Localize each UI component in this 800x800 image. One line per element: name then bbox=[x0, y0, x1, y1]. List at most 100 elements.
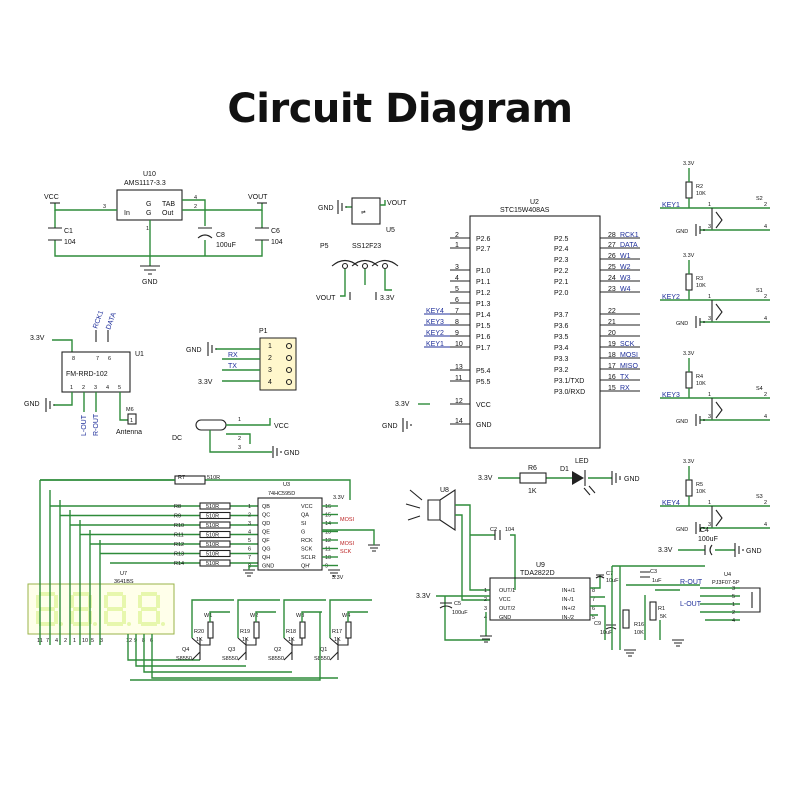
shift-resistor bbox=[199, 549, 231, 558]
trans-res-ref: R17 bbox=[332, 629, 342, 635]
trans-q-ref: Q2 bbox=[274, 647, 281, 653]
amp-33v-b: 3.3V bbox=[658, 547, 673, 554]
mcu-left-pin-number: 11 bbox=[455, 375, 462, 382]
display-segment bbox=[141, 622, 157, 626]
u3-left-pin-number: 4 bbox=[248, 530, 251, 536]
p1-rx: RX bbox=[228, 352, 238, 359]
dc-p3: 3 bbox=[238, 445, 241, 451]
p1-tx: TX bbox=[228, 363, 237, 370]
u9-left-pin-number: 3 bbox=[484, 606, 487, 612]
mcu-left-pin-label: P1.4 bbox=[476, 312, 491, 319]
key-switch-pin: 2 bbox=[764, 392, 767, 398]
key-res-ref: R5 bbox=[696, 482, 703, 488]
c6-ref: C6 bbox=[271, 228, 280, 235]
p1-n1: 1 bbox=[268, 343, 272, 350]
u7-common-wire bbox=[143, 634, 292, 673]
u3-left-pin-label: QF bbox=[262, 538, 270, 544]
u3-ref: U3 bbox=[283, 482, 290, 488]
u1-part: FM-RRD-102 bbox=[66, 371, 108, 378]
key-switch-pin: 3 bbox=[708, 414, 711, 420]
u3-left-pin-label: QC bbox=[262, 513, 270, 519]
u3-right-pin-number: 14 bbox=[325, 521, 331, 527]
key-gnd-symbol bbox=[695, 414, 705, 426]
u1-p2: 2 bbox=[82, 385, 85, 391]
shift-res-val: 510R bbox=[206, 561, 219, 567]
u7-pin-number: 1 bbox=[73, 638, 76, 644]
transistor-symbol bbox=[191, 637, 211, 661]
amp-gnd: GND bbox=[746, 548, 762, 555]
mcu-right-pin-label: P3.2 bbox=[554, 367, 569, 374]
trans-bus-wire bbox=[130, 612, 321, 681]
shift-res-ref: R12 bbox=[174, 542, 184, 548]
u10-pin3: 3 bbox=[103, 204, 106, 210]
mcu-left-pin-label: P2.7 bbox=[476, 246, 491, 253]
u10-pin4: 4 bbox=[194, 195, 197, 201]
c7-ref: C7 bbox=[606, 571, 613, 577]
led-section: 3.3V R6 1K D1 LED GND bbox=[478, 458, 640, 496]
u10-out-pin: Out bbox=[162, 210, 173, 217]
mcu-left-pin-label: P5.5 bbox=[476, 379, 491, 386]
p5-part: SS12F23 bbox=[352, 243, 381, 250]
u9-right-pin-label: IN+/1 bbox=[562, 588, 575, 594]
r1-val: 5K bbox=[660, 614, 667, 620]
mcu-left-net-label: KEY4 bbox=[426, 308, 444, 315]
u9-right-pin-number: 5 bbox=[592, 615, 595, 621]
display-segment bbox=[156, 595, 160, 608]
key-switch-pin: 2 bbox=[764, 294, 767, 300]
mcu-right-pin-label: P3.6 bbox=[554, 323, 569, 330]
trans-wire bbox=[283, 599, 326, 638]
mcu-right-net-label: W4 bbox=[620, 286, 631, 293]
u9-part: TDA2822D bbox=[520, 570, 555, 577]
key-res-val: 10K bbox=[696, 489, 706, 495]
mcu-right-net-label: MOSI bbox=[620, 352, 638, 359]
mcu-left-pin-label: P1.5 bbox=[476, 323, 491, 330]
u7-pin-number: 5 bbox=[91, 638, 94, 644]
amp-lout: L-OUT bbox=[680, 601, 702, 608]
u9-right-pin-number: 8 bbox=[592, 588, 595, 594]
display-segment bbox=[54, 595, 58, 608]
u10-ref: U10 bbox=[143, 171, 156, 178]
gnd-reg: GND bbox=[142, 279, 158, 286]
shift-resistor bbox=[199, 511, 231, 520]
u9-ref: U9 bbox=[536, 562, 545, 569]
trans-wire bbox=[237, 599, 280, 638]
mcu-right-net-label: W2 bbox=[620, 264, 631, 271]
shift-res-val: 510R bbox=[206, 533, 219, 539]
u3-mosi2: MOSI bbox=[340, 541, 355, 547]
display-segment bbox=[39, 607, 55, 611]
u7-common-wire bbox=[151, 634, 338, 679]
trans-q-ref: Q4 bbox=[182, 647, 189, 653]
key-switch-symbol bbox=[711, 300, 723, 322]
mcu-left-pin-number: 6 bbox=[455, 297, 459, 304]
u9-right-pin-label: IN-/1 bbox=[562, 597, 574, 603]
c2-val: 104 bbox=[505, 527, 514, 533]
trans-base-resistor bbox=[345, 621, 352, 639]
display-dot bbox=[127, 622, 131, 626]
mcu-right-pin-label: P3.3 bbox=[554, 356, 569, 363]
r1-ref: R1 bbox=[658, 606, 665, 612]
display-dot bbox=[93, 622, 97, 626]
shift-res-val: 510R bbox=[206, 514, 219, 520]
mcu-left-pin-label: P2.6 bbox=[476, 236, 491, 243]
mcu-right-pin-label: P3.4 bbox=[554, 345, 569, 352]
shift-resistor bbox=[199, 530, 231, 539]
key-switch-pin: 4 bbox=[764, 414, 767, 420]
u9-left-pin-label: OUT/1 bbox=[499, 588, 515, 594]
u8-ref: U8 bbox=[440, 487, 449, 494]
mcu-left-pin-label: P5.4 bbox=[476, 368, 491, 375]
c4-ref: C4 bbox=[700, 527, 709, 534]
u3-right-pin-number: 16 bbox=[325, 504, 331, 510]
key-res-val: 10K bbox=[696, 381, 706, 387]
key-switch-pin: 2 bbox=[764, 500, 767, 506]
d1-ref: D1 bbox=[560, 466, 569, 473]
sw-33v: 3.3V bbox=[380, 295, 395, 302]
key-33v: 3.3V bbox=[683, 351, 695, 357]
dc-p2: 2 bbox=[238, 436, 241, 442]
u10-g-pin2: G bbox=[146, 210, 151, 217]
key-switch-pin: 3 bbox=[708, 522, 711, 528]
u2-part: STC15W408AS bbox=[500, 207, 550, 214]
mcu-right-net-label: SCK bbox=[620, 341, 635, 348]
p1-n2: 2 bbox=[268, 355, 272, 362]
